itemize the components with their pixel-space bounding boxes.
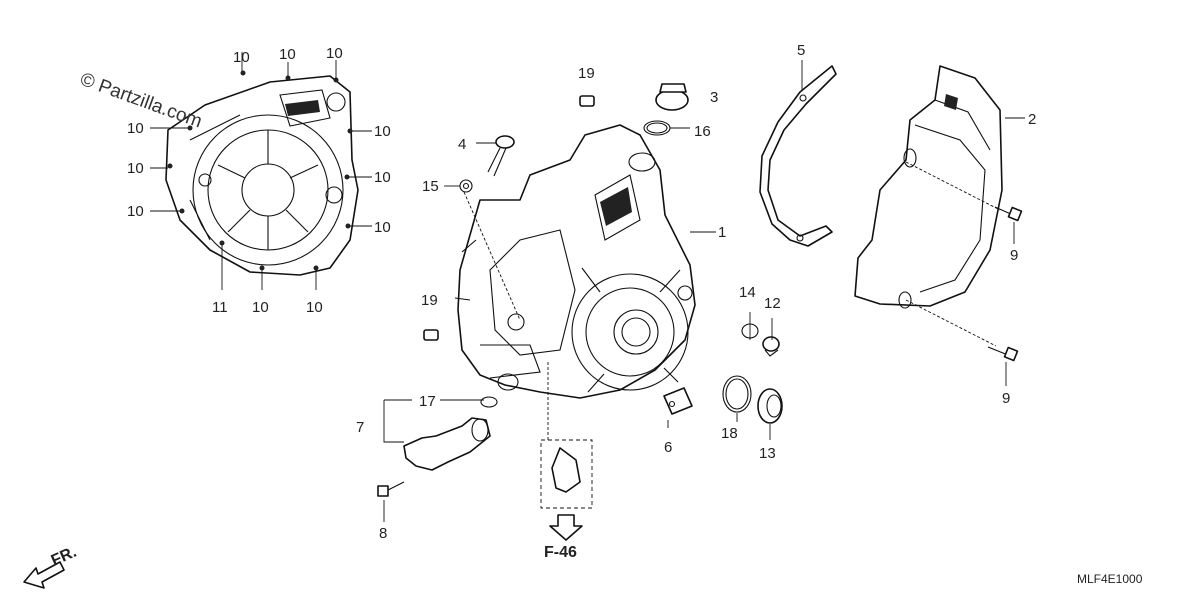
side-cover-panel — [854, 65, 1003, 309]
plug-bolt — [487, 135, 515, 177]
reference-page-label: F-46 — [544, 544, 577, 561]
pulse-sensor — [403, 417, 491, 471]
callout-17: 17 — [419, 393, 436, 410]
left-crankcase-cover-main — [454, 124, 696, 399]
dowel-pin-lower — [423, 329, 439, 341]
callout-9: 9 — [1002, 390, 1010, 407]
callout-9: 9 — [1010, 247, 1018, 264]
sensor-bolt — [377, 481, 405, 497]
bracket-clip — [551, 447, 581, 493]
dowel-pin-upper — [579, 95, 595, 107]
callout-5: 5 — [797, 42, 805, 59]
setting-plate — [663, 387, 693, 415]
washer-small — [459, 179, 473, 193]
callout-10: 10 — [306, 299, 323, 316]
callout-18: 18 — [721, 425, 738, 442]
callout-1: 1 — [718, 224, 726, 241]
callout-6: 6 — [664, 439, 672, 456]
callout-13: 13 — [759, 445, 776, 462]
callout-10: 10 — [279, 46, 296, 63]
reference-arrow — [549, 514, 583, 541]
callout-16: 16 — [694, 123, 711, 140]
callout-15: 15 — [422, 178, 439, 195]
cover-guard-bracket — [759, 65, 837, 247]
callout-19: 19 — [421, 292, 438, 309]
callout-3: 3 — [710, 89, 718, 106]
callout-10: 10 — [127, 160, 144, 177]
callout-11: 11 — [212, 299, 228, 316]
callout-4: 4 — [458, 136, 466, 153]
callout-10: 10 — [252, 299, 269, 316]
callout-2: 2 — [1028, 111, 1036, 128]
o-ring-large — [722, 375, 752, 413]
bolt-upper — [994, 206, 1023, 222]
callout-10: 10 — [233, 49, 250, 66]
callout-10: 10 — [374, 123, 391, 140]
callout-10: 10 — [374, 219, 391, 236]
callout-7: 7 — [356, 419, 364, 436]
oil-filler-cap — [655, 83, 689, 111]
outer-left-crankcase-cover — [165, 70, 359, 276]
front-direction-arrow-icon — [23, 561, 65, 589]
callout-14: 14 — [739, 284, 756, 301]
o-ring-filler — [643, 120, 671, 136]
sensor-o-ring — [480, 396, 498, 408]
callout-10: 10 — [127, 203, 144, 220]
callout-12: 12 — [764, 295, 781, 312]
leader-lines — [150, 52, 1025, 522]
cap-bolt — [762, 336, 780, 357]
callout-8: 8 — [379, 525, 387, 542]
callout-labels: 10 10 10 10 10 10 10 10 10 10 10 11 19 3… — [127, 42, 1036, 542]
hole-cap — [757, 388, 783, 424]
callout-10: 10 — [127, 120, 144, 137]
bolt-lower — [987, 346, 1019, 362]
callout-19: 19 — [578, 65, 595, 82]
front-direction-label: FR. — [49, 544, 79, 570]
diagram-code: MLF4E1000 — [1077, 572, 1143, 586]
callout-10: 10 — [326, 45, 343, 62]
callout-10: 10 — [374, 169, 391, 186]
